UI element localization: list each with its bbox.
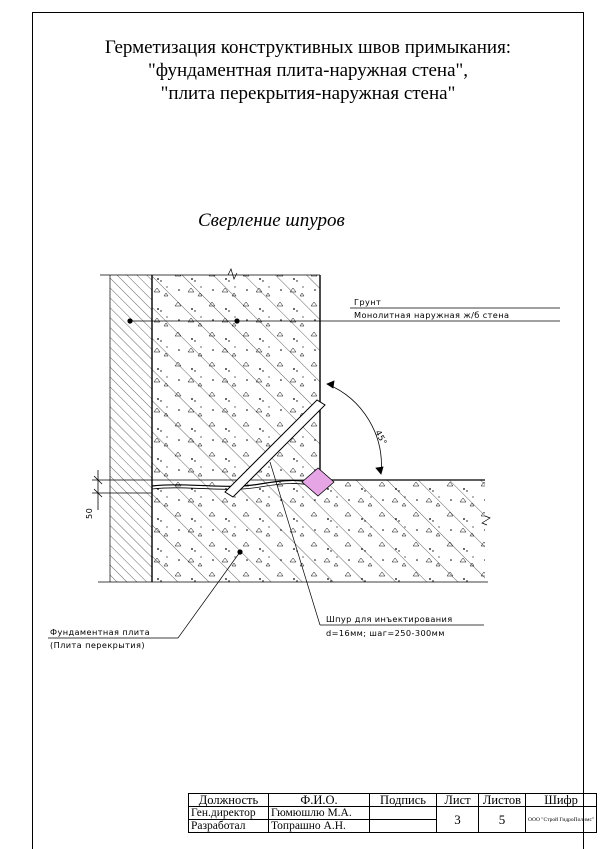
soil-fill-left (110, 275, 152, 582)
angle-arc (326, 380, 384, 475)
stamp-header-sheets: Листов (478, 793, 526, 807)
title-line-2: "фундаментная плита-наружная стена", (147, 60, 469, 81)
stamp-sheets-total: 5 (478, 806, 526, 833)
title-line-1: Герметизация конструктивных швов примыка… (104, 37, 512, 58)
dimension-50 (93, 470, 103, 510)
label-hole: Шпур для инъектирования (326, 614, 453, 624)
label-wall: Монолитная наружная ж/б стена (354, 310, 509, 320)
drill-hole (224, 399, 326, 498)
drawing-frame (32, 12, 584, 849)
title-line-3: "плита перекрытия-наружная стена" (160, 83, 456, 104)
stamp-organization: ООО "Строй ГидроПолимс" (524, 806, 598, 833)
stamp-role-director: Ген.директор (188, 806, 269, 820)
label-hole-spec: d=16мм; шаг=250-300мм (326, 628, 445, 638)
stamp-header-code: Шифр (524, 793, 598, 807)
label-slab-alt: (Плита перекрытия) (50, 640, 145, 650)
outline-lines (92, 268, 491, 583)
label-ground: Грунт (354, 297, 381, 307)
stamp-sheet-number: 3 (436, 806, 479, 833)
stamp-header-sheet: Лист (436, 793, 479, 807)
stamp-header-name: Ф.И.О. (268, 793, 370, 807)
title-block: Должность Ф.И.О. Подпись Лист Листов Шиф… (188, 793, 598, 833)
soil-fill-right (320, 275, 485, 479)
stamp-role-developer: Разработал (188, 819, 269, 833)
label-slab: Фундаментная плита (50, 627, 150, 637)
stamp-name-developer: Топрашно А.Н. (268, 819, 370, 833)
dimension-label: 50 (84, 508, 94, 519)
stamp-header-signature: Подпись (369, 793, 437, 807)
section-subtitle: Сверление шпуров (198, 210, 345, 231)
concrete-wall (152, 275, 320, 480)
drawing-title: Герметизация конструктивных швов примыка… (32, 36, 584, 105)
stamp-signature-cell (369, 806, 437, 820)
stamp-signature-cell (369, 819, 437, 833)
foundation-slab (152, 480, 485, 582)
sealant-diamond (301, 467, 335, 497)
stamp-name-director: Гюмюшлю М.А. (268, 806, 370, 820)
leader-lines (48, 307, 560, 639)
stamp-header-position: Должность (188, 793, 269, 807)
